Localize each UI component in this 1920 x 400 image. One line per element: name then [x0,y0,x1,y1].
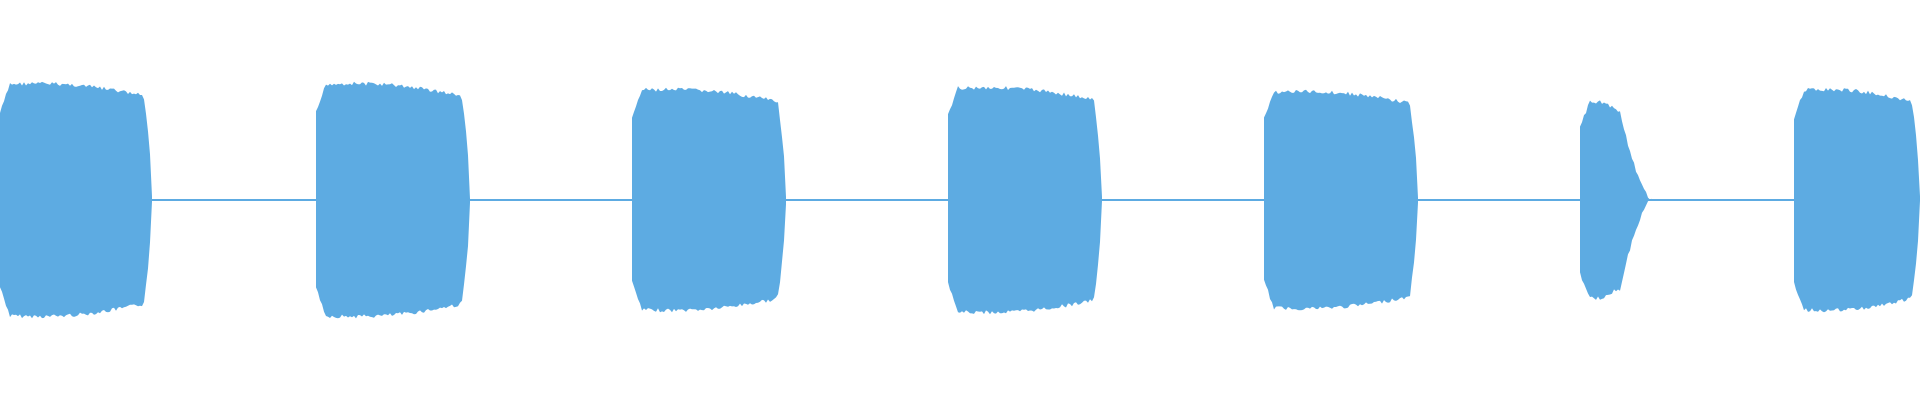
waveform-segment-tone-2 [316,81,470,319]
waveform-segment-tone-4 [948,86,1102,315]
waveform-segment-tone-5 [1264,89,1418,311]
waveform-segment-tone-3 [632,87,786,313]
waveform-segment-tone-7 [1794,88,1920,313]
waveform-segment-tone-1 [0,81,152,319]
waveform-segment-tone-6 [1580,100,1652,300]
waveform-segments [0,81,1920,319]
